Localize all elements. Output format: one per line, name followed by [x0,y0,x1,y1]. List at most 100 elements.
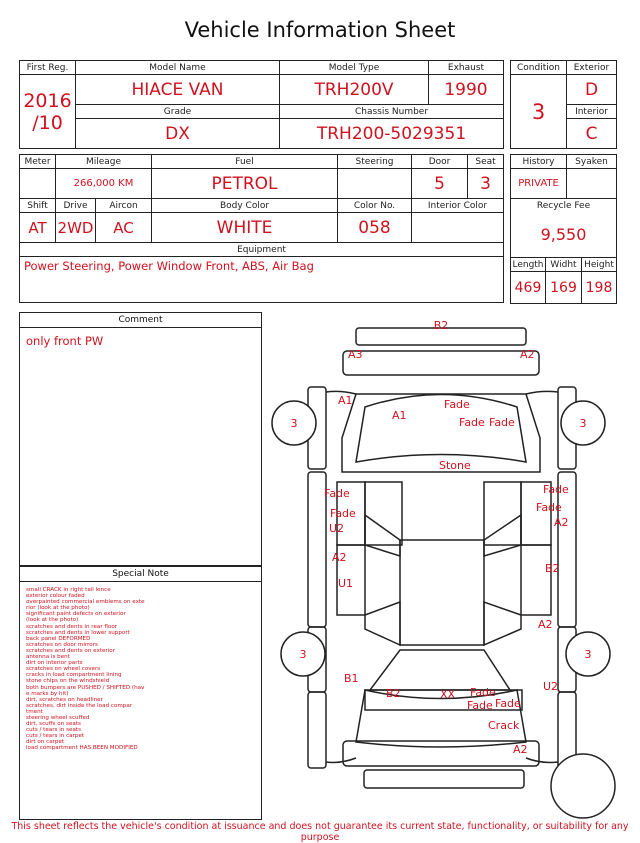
special-note-item: cracks in load compartment lining [26,672,122,679]
door-label: Door [411,154,469,169]
mark-b2-top: B2 [434,319,449,332]
vehicle-main-table: First Reg. Model Name Model Type Exhaust… [19,60,504,149]
shift-value: AT [19,212,56,243]
history-table: History Syaken PRIVATE Recycle Fee 9,550… [510,154,617,304]
special-note-item: e marks by hit) [26,690,69,697]
exhaust-label: Exhaust [428,60,504,75]
fuel-value: PETROL [151,168,339,199]
mark-a2-bottom: A2 [513,743,528,756]
tire-fl-grade: 3 [291,417,298,430]
drive-label: Drive [55,198,96,213]
mark-u2-right: U2 [543,680,558,693]
fuel-label: Fuel [151,154,339,169]
mark-a2-top: A2 [520,348,535,361]
mark-fade-left-1: Fade [324,487,350,500]
first-reg-month: /10 [32,111,63,134]
special-note-item: steering wheel scuffed [26,714,90,721]
recycle-fee-label: Recycle Fee [510,198,617,213]
mark-fade-1: Fade [444,398,470,411]
seat-value: 3 [467,168,505,199]
special-note-item: load compartment HAS BEEN MODIFIED [26,745,138,752]
chassis-label: Chassis Number [279,104,504,119]
car-outline [307,327,577,789]
mark-fade-right-1: Fade [543,483,569,496]
special-note-item: dirt on interior parts [26,660,83,667]
mark-crack: Crack [488,719,520,732]
special-note-item: scratches and dents on exterior [26,647,116,654]
mileage-label: Mileage [54,154,153,169]
first-reg-label: First Reg. [19,60,76,75]
tires [271,400,616,819]
model-type-value: TRH200V [279,74,429,105]
tire-fr-grade: 3 [580,417,587,430]
special-note-item: rior (look at the photo) [26,605,90,612]
tire-rear-left [280,631,326,677]
mark-xx: XX [440,688,456,701]
mark-a2-left: A2 [332,551,347,564]
syaken-label: Syaken [566,154,617,169]
special-note-item: significant paint defects on exterior [26,611,126,618]
length-value: 469 [510,271,546,304]
special-note-item: tment [26,708,43,715]
body-color-value: WHITE [151,212,339,243]
interior-color-label: Interior Color [411,198,505,213]
special-note-item: back panel DEFORMED [26,635,91,642]
special-note-item: dirt, scuffs on seats [26,721,81,728]
equipment-value: Power Steering, Power Window Front, ABS,… [18,256,505,303]
shift-label: Shift [19,198,56,213]
spare-tire [550,753,616,819]
mark-b1: B1 [344,672,359,685]
history-label: History [510,154,567,169]
height-label: Height [581,257,617,272]
syaken-value [566,168,617,199]
seat-label: Seat [467,154,505,169]
mark-b2-rear: B2 [386,687,401,700]
special-note-box: Special Note small CRACK in right tail l… [19,566,262,820]
interior-label: Interior [566,104,617,119]
special-note-label: Special Note [20,567,261,582]
vehicle-detail-table: Meter Mileage Fuel Steering Door Seat 26… [18,154,505,303]
tire-rl-grade: 3 [300,648,307,661]
tire-front-left [271,400,317,446]
comment-box: Comment only front PW [19,312,262,566]
special-note-item: dirt, scratches on headliner [26,696,103,703]
comment-label: Comment [20,313,261,328]
mark-fade-left-2: Fade [330,507,356,520]
meter-label: Meter [19,154,56,169]
meter-value [19,168,56,199]
mileage-value: 266,000 KM [54,168,153,199]
model-name-value: HIACE VAN [75,74,280,105]
mark-u1: U1 [338,577,353,590]
equipment-label: Equipment [18,242,505,257]
first-reg-year: 2016 [23,89,72,112]
special-note-item: scratches on wheel covers [26,666,101,673]
aircon-value: AC [94,212,153,243]
first-reg-value: 2016 /10 [19,74,76,149]
special-note-item: small CRACK in right tail lence [26,587,111,593]
color-no-label: Color No. [337,198,413,213]
special-note-item: (look at the photo) [26,617,79,624]
mark-fade-2: Fade [459,416,485,429]
model-name-label: Model Name [75,60,280,75]
steering-label: Steering [337,154,413,169]
width-value: 169 [545,271,582,304]
door-value: 5 [411,168,469,199]
mark-b2-right: B2 [545,562,560,575]
mark-a1-left: A1 [338,394,353,407]
aircon-label: Aircon [94,198,153,213]
recycle-fee-value: 9,550 [510,212,617,258]
grade-value: DX [75,118,280,149]
interior-value: C [566,118,617,149]
special-note-item: dirt on carpet [26,739,65,746]
special-note-item: scratches and dents in rear floor [26,623,118,630]
mark-stone: Stone [439,459,471,472]
special-note-item: antenna is bent [26,654,70,661]
history-value: PRIVATE [510,168,567,199]
mark-a2-right-door: A2 [554,516,569,529]
length-label: Length [510,257,546,272]
exterior-value: D [566,74,617,105]
damage-marks: B2 A3 A2 A1 A1 Fade Fade Fade Stone Fade… [291,319,592,756]
exterior-label: Exterior [566,60,617,75]
comment-text: only front PW [26,334,104,348]
